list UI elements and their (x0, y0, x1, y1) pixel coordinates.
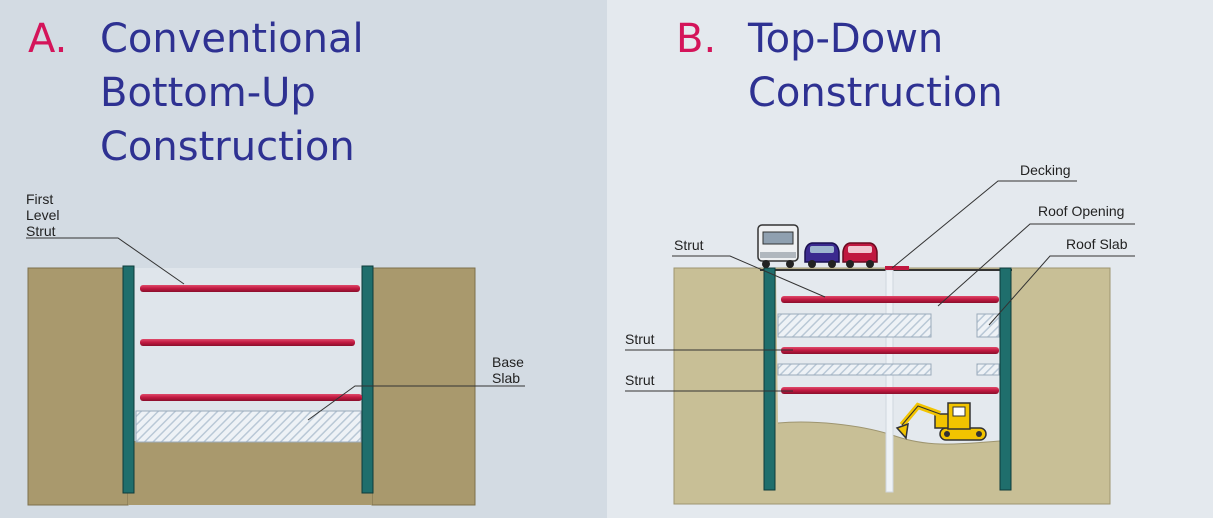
panel-b-letter: B. (676, 16, 717, 62)
label-strut-mid: Strut (625, 331, 655, 347)
panel-a-label-base: Base (492, 354, 524, 370)
panel-a-strut-3 (140, 394, 362, 401)
panel-b-mid-slab-left (777, 363, 932, 376)
excavator-icon (895, 402, 987, 441)
panel-a-label-strut: Strut (26, 223, 56, 239)
panel-a-title-line-1: Conventional (100, 16, 364, 62)
panel-a-base-slab-leader (307, 385, 525, 421)
roof-opening-leader (937, 223, 1135, 307)
panel-a-soil-bottom (128, 441, 372, 505)
panel-a-diagram: First Level Strut Base Slab (26, 191, 525, 506)
panel-b-strut-3 (781, 387, 999, 394)
label-roof-opening: Roof Opening (1038, 203, 1124, 219)
panel-a-strut-1 (140, 285, 360, 292)
panel-b-title-line-2: Construction (748, 70, 1003, 116)
panel-a-right-wall (361, 265, 374, 494)
truck-icon (757, 224, 799, 268)
label-strut-top: Strut (674, 237, 704, 253)
panel-b-center-column (885, 269, 894, 493)
panel-a-label-slab: Slab (492, 370, 520, 386)
panel-b-decking (885, 266, 909, 270)
decking-leader (891, 180, 1077, 269)
panel-b-diagram: Decking Roof Opening Roof Slab Strut Str… (625, 162, 1135, 505)
roof-slab-leader (988, 255, 1135, 326)
panel-a-title-line-2: Bottom-Up (100, 70, 316, 116)
red-car-icon (842, 242, 878, 268)
panel-a-soil-left (27, 267, 129, 506)
label-roof-slab: Roof Slab (1066, 236, 1128, 252)
label-decking: Decking (1020, 162, 1071, 178)
panel-a-letter: A. (28, 16, 68, 62)
panel-a-left-wall (122, 265, 135, 494)
panel-a-label-first: First (26, 191, 53, 207)
panel-a-base-slab (135, 410, 362, 443)
panel-b-title-line-1: Top-Down (748, 16, 944, 62)
panel-a-title-line-3: Construction (100, 124, 355, 170)
label-strut-low: Strut (625, 372, 655, 388)
panel-b-strut-2 (781, 347, 999, 354)
panel-b-right-wall (999, 267, 1012, 491)
panel-b-left-wall (763, 267, 776, 491)
panel-a-first-level-strut-leader (26, 237, 185, 285)
panel-b-mid-slab-right (976, 363, 1000, 376)
panel-a-strut-2 (140, 339, 355, 346)
blue-car-icon (804, 242, 840, 268)
strut-top-leader (672, 255, 826, 298)
panel-b-excavation-floor (777, 421, 1001, 445)
panel-b-roof-slab-left (777, 313, 932, 338)
panel-b-strut-1 (781, 296, 999, 303)
panel-a-label-level: Level (26, 207, 59, 223)
